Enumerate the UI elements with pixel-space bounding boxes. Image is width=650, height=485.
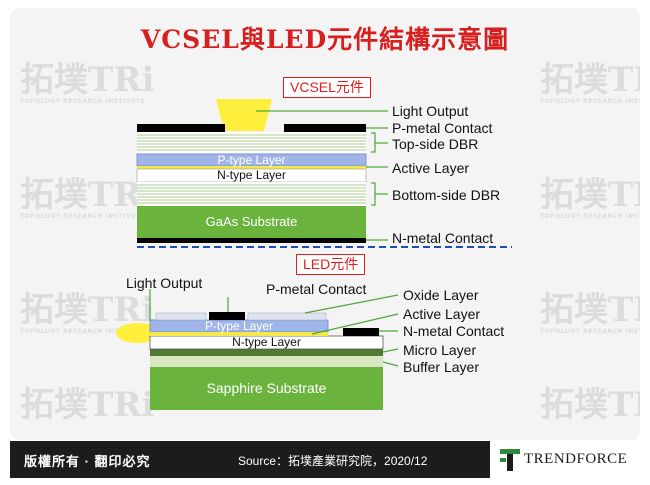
trendforce-mark-icon xyxy=(500,449,520,471)
led-p-metal-label: P-metal Contact xyxy=(266,281,367,297)
copyright-notice: 版權所有 · 翻印必究 xyxy=(24,454,151,469)
vcsel-substrate-label: GaAs Substrate xyxy=(205,214,298,229)
led-oxide-label: Oxide Layer xyxy=(403,287,479,303)
vcsel-p-metal-label: P-metal Contact xyxy=(392,120,493,136)
vcsel-bottom-dbr-label: Bottom-side DBR xyxy=(392,187,501,203)
vcsel-n-metal-label: N-metal Contact xyxy=(392,230,494,246)
footer-bar: 版權所有 · 翻印必究 Source：拓墣產業研究院，2020/12 TREND… xyxy=(10,441,640,478)
led-p-type-label: P-type Layer xyxy=(204,319,274,333)
vcsel-top-dbr-label: Top-side DBR xyxy=(392,136,479,152)
led-active-label: Active Layer xyxy=(403,306,481,322)
vcsel-n-type-label: N-type Layer xyxy=(217,168,286,182)
vcsel-light-output-label: Light Output xyxy=(392,103,469,119)
vcsel-p-type-label: P-type Layer xyxy=(217,153,286,167)
page-title: VCSEL與LED元件結構示意圖 xyxy=(140,25,510,54)
watermark: 拓墣TRi xyxy=(20,385,155,425)
watermark: 拓墣TRi xyxy=(540,385,640,425)
led-substrate-label: Sapphire Substrate xyxy=(206,380,327,396)
trendforce-logo-text: TRENDFORCE xyxy=(524,451,628,467)
trendforce-logo: TRENDFORCE xyxy=(490,441,640,478)
led-n-metal-label: N-metal Contact xyxy=(403,323,505,339)
led-micro-label: Micro Layer xyxy=(403,342,477,358)
led-buffer-label: Buffer Layer xyxy=(403,359,480,375)
vcsel-tag: VCSEL元件 xyxy=(283,77,371,98)
led-light-output-label: Light Output xyxy=(126,275,203,291)
vcsel-active-label: Active Layer xyxy=(392,160,470,176)
led-n-type-label: N-type Layer xyxy=(232,335,301,349)
led-tag: LED元件 xyxy=(296,254,366,275)
source-note: Source：拓墣產業研究院，2020/12 xyxy=(238,454,428,468)
